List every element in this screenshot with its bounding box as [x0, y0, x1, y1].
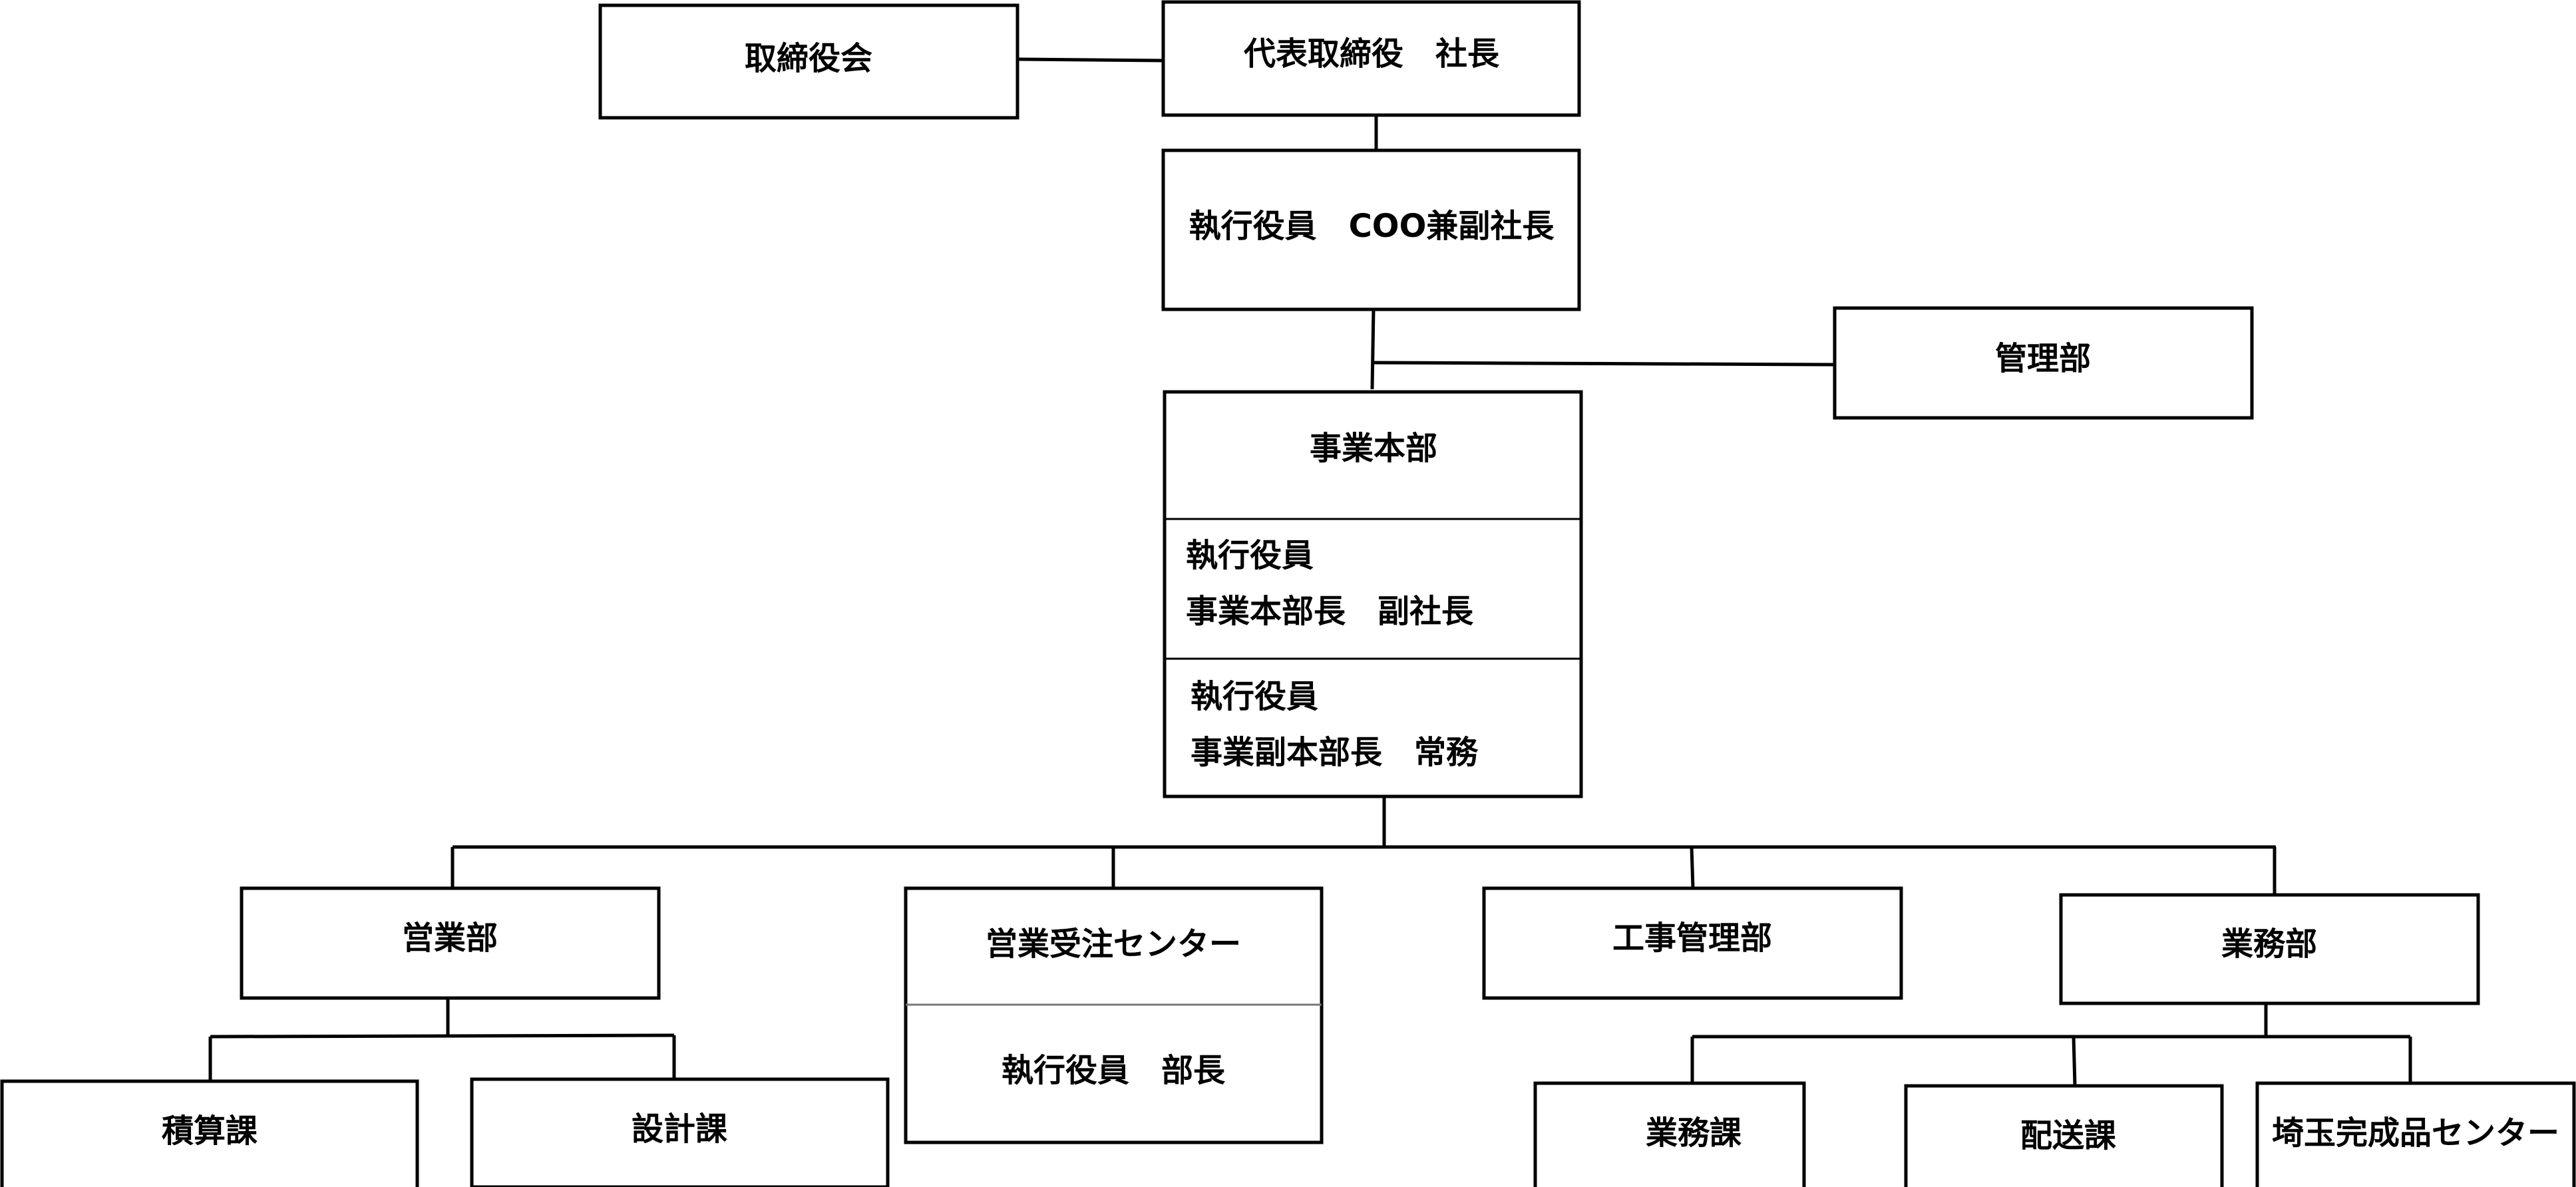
estimation-label: 積算課	[162, 1112, 258, 1150]
coo-label: 執行役員 COO兼副社長	[1189, 208, 1555, 245]
hq-deputy-line2: 事業副本部長 常務	[1191, 734, 1479, 771]
president-box: 代表取締役 社長	[1161, 0, 1581, 117]
admin-label: 管理部	[1995, 340, 2091, 377]
hq-title: 事業本部	[1310, 430, 1437, 467]
operations-label: 業務部	[2221, 926, 2317, 963]
board-box: 取締役会	[598, 3, 1019, 120]
board-label: 取締役会	[745, 40, 872, 77]
ops-section-box: 業務課	[1533, 1081, 1806, 1187]
president-label: 代表取締役 社長	[1243, 35, 1500, 73]
operations-box: 業務部	[2059, 893, 2480, 1005]
ops-section-label: 業務課	[1646, 1114, 1742, 1152]
connector-lines	[208, 57, 2412, 1087]
construction-box: 工事管理部	[1482, 886, 1903, 1000]
hq-head-line2: 事業本部長 副社長	[1186, 593, 1474, 630]
order-center-box: 営業受注センター 執行役員 部長	[904, 886, 1324, 1144]
design-label: 設計課	[632, 1110, 727, 1148]
hq-box: 事業本部 執行役員 事業本部長 副社長 執行役員 事業副本部長 常務	[1163, 390, 1583, 798]
sales-box: 営業部	[240, 886, 661, 1000]
hq-deputy-line1: 執行役員	[1191, 678, 1318, 715]
delivery-box: 配送課	[1904, 1084, 2224, 1187]
saitama-center-box: 埼玉完成品センター	[2255, 1081, 2576, 1187]
saitama-center-label: 埼玉完成品センター	[2272, 1114, 2559, 1152]
admin-box: 管理部	[1833, 306, 2254, 420]
hq-head-line1: 執行役員	[1186, 537, 1314, 574]
sales-label: 営業部	[402, 920, 498, 957]
construction-label: 工事管理部	[1612, 920, 1772, 957]
order-center-title: 営業受注センター	[986, 926, 1241, 963]
design-box: 設計課	[470, 1077, 890, 1187]
estimation-box: 積算課	[0, 1079, 419, 1187]
order-center-head: 執行役員 部長	[1002, 1052, 1226, 1089]
delivery-label: 配送課	[2020, 1117, 2116, 1154]
coo-box: 執行役員 COO兼副社長	[1161, 148, 1581, 311]
